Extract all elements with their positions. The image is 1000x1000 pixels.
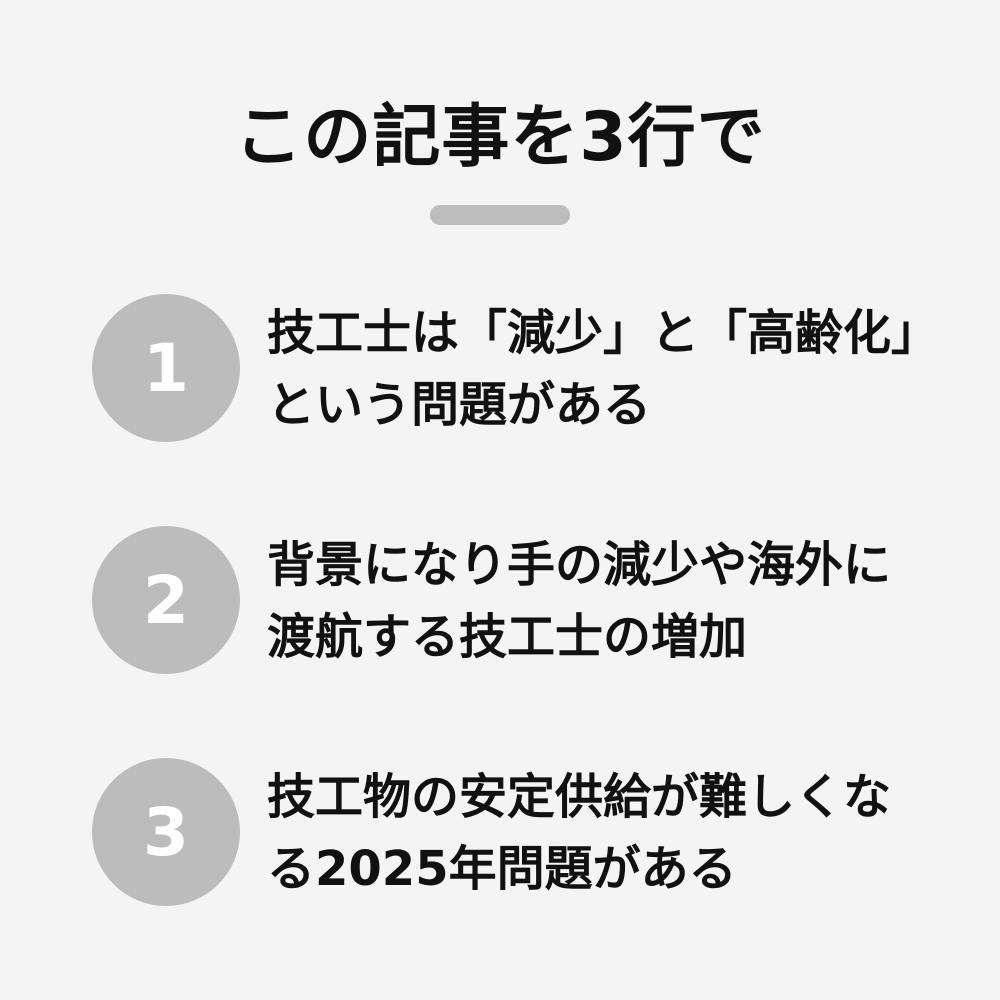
- summary-point-3: 3 技工物の安定供給が難しくなる2025年問題がある: [92, 758, 952, 908]
- summary-point-1-text: 技工士は「減少」と「高齢化」という問題がある: [267, 305, 916, 433]
- number-badge-2: 2: [92, 526, 240, 674]
- page-title: この記事を3行で: [234, 98, 766, 177]
- number-badge-1: 1: [92, 294, 240, 442]
- summary-point-3-text: 技工物の安定供給が難しくなる2025年問題がある: [267, 769, 892, 897]
- summary-point-1: 1 技工士は「減少」と「高齢化」という問題がある: [92, 294, 952, 444]
- summary-point-2: 2 背景になり手の減少や海外に渡航する技工士の増加: [92, 526, 952, 676]
- summary-point-2-text: 背景になり手の減少や海外に渡航する技工士の増加: [267, 537, 892, 665]
- number-badge-3: 3: [92, 758, 240, 906]
- title-divider: [430, 205, 570, 225]
